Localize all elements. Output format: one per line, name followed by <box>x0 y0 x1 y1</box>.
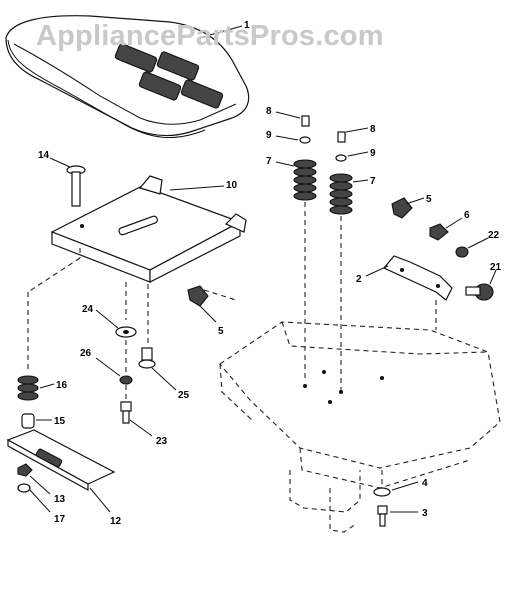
nut-part <box>429 217 463 241</box>
callout-10: 10 <box>226 180 238 191</box>
callout-17: 17 <box>54 514 66 525</box>
washer-part-4 <box>373 470 419 497</box>
bushing-part-15 <box>21 413 52 429</box>
callout-5b: 5 <box>218 326 224 337</box>
pivot-part-25 <box>138 347 177 391</box>
nut-part-13 <box>17 463 51 495</box>
washer-part-26 <box>95 357 133 385</box>
clip-part <box>187 285 237 323</box>
callout-21: 21 <box>490 262 502 273</box>
spring-part-16 <box>17 375 55 401</box>
callout-3: 3 <box>422 508 428 519</box>
callout-6: 6 <box>464 210 470 221</box>
adjust-knob-part <box>391 197 425 219</box>
center-spring-stack <box>275 111 317 380</box>
washer-part-22 <box>455 237 489 258</box>
callout-22: 22 <box>488 230 500 241</box>
callout-14: 14 <box>38 150 50 161</box>
callout-24: 24 <box>82 304 94 315</box>
seat-part <box>5 15 250 139</box>
washer-part-17 <box>17 483 51 513</box>
seat-pan-part <box>50 175 247 283</box>
callout-8a: 8 <box>266 106 272 117</box>
callout-26: 26 <box>80 348 92 359</box>
callout-labels: 1 14 10 8 8 9 9 7 7 5 6 22 2 21 5 24 26 … <box>38 20 502 527</box>
carriage-bolt-part <box>49 157 86 207</box>
bolt-part-3 <box>377 505 418 527</box>
right-spring-stack <box>329 127 369 390</box>
fender-frame <box>219 321 501 533</box>
callout-5a: 5 <box>426 194 432 205</box>
callout-8b: 8 <box>370 124 376 135</box>
callout-7a: 7 <box>266 156 272 167</box>
callout-12: 12 <box>110 516 122 527</box>
callout-7b: 7 <box>370 176 376 187</box>
callout-23: 23 <box>156 436 168 447</box>
seat-bracket-part <box>365 255 453 330</box>
seat-panels <box>114 43 224 109</box>
callout-2: 2 <box>356 274 362 285</box>
callout-25: 25 <box>178 390 190 401</box>
callout-9b: 9 <box>370 148 376 159</box>
callout-1: 1 <box>244 20 250 31</box>
callout-16: 16 <box>56 380 68 391</box>
callout-9a: 9 <box>266 130 272 141</box>
seat-adjust-knob-part <box>465 269 497 301</box>
left-stack <box>27 248 149 400</box>
washer-part-24 <box>95 309 137 338</box>
callout-13: 13 <box>54 494 66 505</box>
watermark-text: AppliancePartsPros.com <box>36 20 384 52</box>
slide-plate-part-12 <box>6 429 116 513</box>
callout-15: 15 <box>54 416 66 427</box>
callout-4: 4 <box>422 478 428 489</box>
bolt-part-23 <box>120 401 153 437</box>
